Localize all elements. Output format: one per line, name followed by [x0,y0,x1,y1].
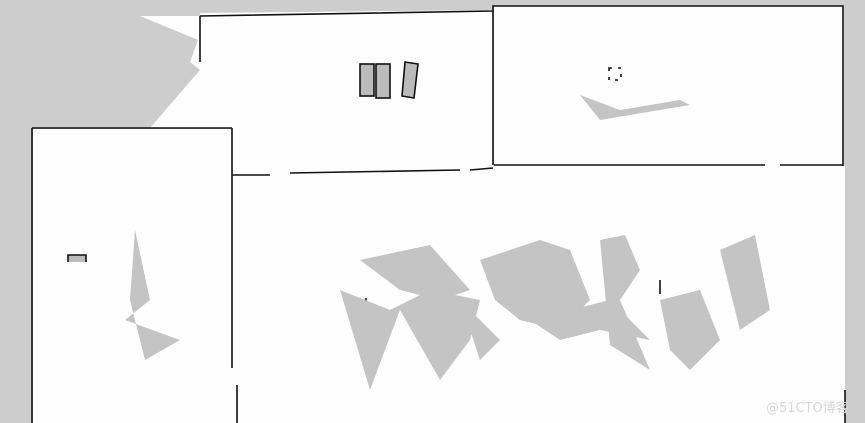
scan-fans [125,95,770,390]
watermark: @51CTO博客 [766,401,849,416]
free-area-right-room [494,6,844,166]
obstacles [67,61,661,307]
free-area-top-room [140,10,493,172]
walls [31,5,846,423]
